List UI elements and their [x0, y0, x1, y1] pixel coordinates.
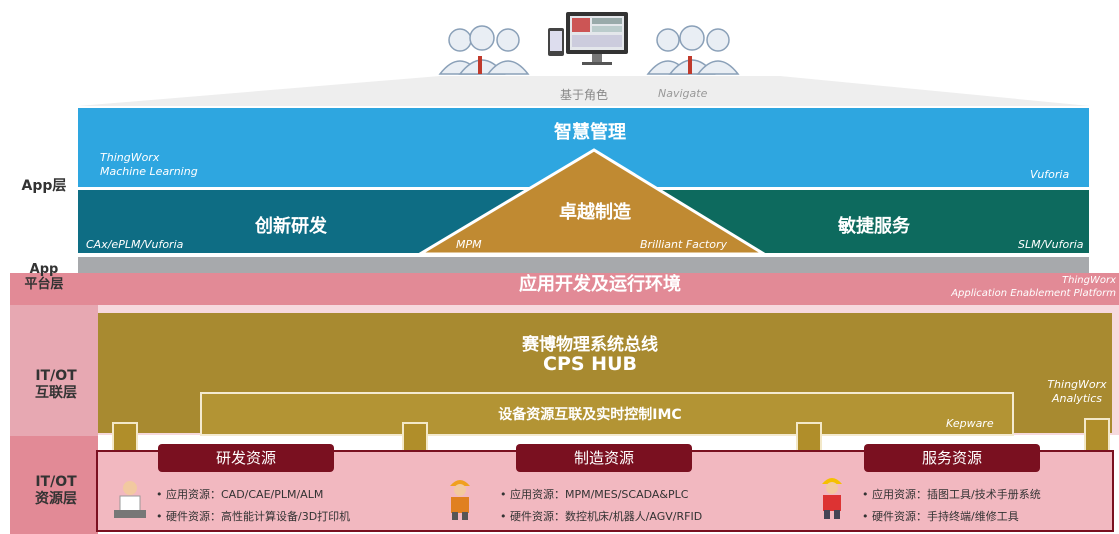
navigate-label: Navigate: [658, 87, 708, 100]
itot-layer-label: IT/OT 互联层: [26, 368, 86, 402]
service-hw-resources: • 硬件资源：手持终端/维修工具: [862, 510, 1019, 523]
rd-hw-resources: • 硬件资源：高性能计算设备/3D打印机: [156, 510, 351, 523]
app-layer-label: App层: [21, 178, 67, 194]
rd-app-resources: • 应用资源：CAD/CAE/PLM/ALM: [156, 488, 324, 501]
role-connector: [78, 76, 1090, 106]
platform-title: 应用开发及运行环境: [519, 274, 681, 295]
thingworx-aep-line1: ThingWorx: [1062, 275, 1116, 286]
platform-band: [10, 273, 1119, 305]
innovation-title: 创新研发: [255, 216, 327, 237]
technician-icon: [822, 478, 842, 519]
service-sub: SLM/Vuforia: [1018, 238, 1084, 251]
users-icon: [438, 25, 740, 75]
itot-label-line2: 互联层: [35, 385, 77, 401]
mfg-resource-title: 制造资源: [516, 444, 692, 472]
service-title: 敏捷服务: [838, 216, 910, 237]
kepware-label: Kepware: [946, 417, 994, 430]
resource-label-line1: IT/OT: [35, 474, 77, 490]
resource-label-bg: [10, 436, 98, 534]
platform-gray-band: [78, 257, 1089, 277]
thingworx-analytics-label: ThingWorx Analytics: [1038, 378, 1116, 406]
platform-label-line1: App: [29, 262, 59, 277]
worker-icon: [450, 480, 470, 520]
cps-title-en: CPS HUB: [543, 353, 637, 375]
thingworx-analytics-line2: Analytics: [1052, 392, 1102, 405]
resource-label-line2: 资源层: [35, 491, 77, 507]
resource-layer-label: IT/OT 资源层: [26, 474, 86, 508]
machine-learning-label: Machine Learning: [100, 165, 198, 178]
role-label: 基于角色: [560, 88, 609, 102]
service-app-resources: • 应用资源：插图工具/技术手册系统: [862, 488, 1041, 501]
cps-title-cn: 赛博物理系统总线: [522, 335, 658, 355]
service-resource-title: 服务资源: [864, 444, 1040, 472]
mfg-app-resources: • 应用资源：MPM/MES/SCADA&PLC: [500, 488, 689, 501]
thingworx-label: ThingWorx: [100, 151, 160, 164]
rd-resource-title: 研发资源: [158, 444, 334, 472]
imc-title: 设备资源互联及实时控制IMC: [498, 407, 682, 423]
thingworx-aep-line2: Application Enablement Platform: [951, 288, 1116, 299]
smart-management-title: 智慧管理: [554, 122, 626, 143]
imc-band: [200, 392, 1014, 436]
thingworx-aep-label: ThingWorx Application Enablement Platfor…: [934, 274, 1116, 300]
manufacturing-triangle: [414, 148, 770, 256]
manufacturing-title: 卓越制造: [559, 202, 631, 223]
innovation-sub: CAx/ePLM/Vuforia: [86, 238, 184, 251]
vuforia-label: Vuforia: [1030, 168, 1070, 181]
platform-label-line2: 平台层: [24, 277, 64, 292]
mpm-label: MPM: [456, 238, 482, 251]
platform-layer-label: App 平台层: [14, 262, 74, 292]
engineer-icon: [114, 481, 146, 518]
itot-label-line1: IT/OT: [35, 368, 77, 384]
brilliant-factory-label: Brilliant Factory: [640, 238, 728, 251]
monitor-icon: [548, 12, 628, 65]
thingworx-analytics-line1: ThingWorx: [1047, 378, 1107, 391]
thingworx-ml-label: ThingWorx Machine Learning: [100, 151, 198, 179]
mfg-hw-resources: • 硬件资源：数控机床/机器人/AGV/RFID: [500, 510, 703, 523]
